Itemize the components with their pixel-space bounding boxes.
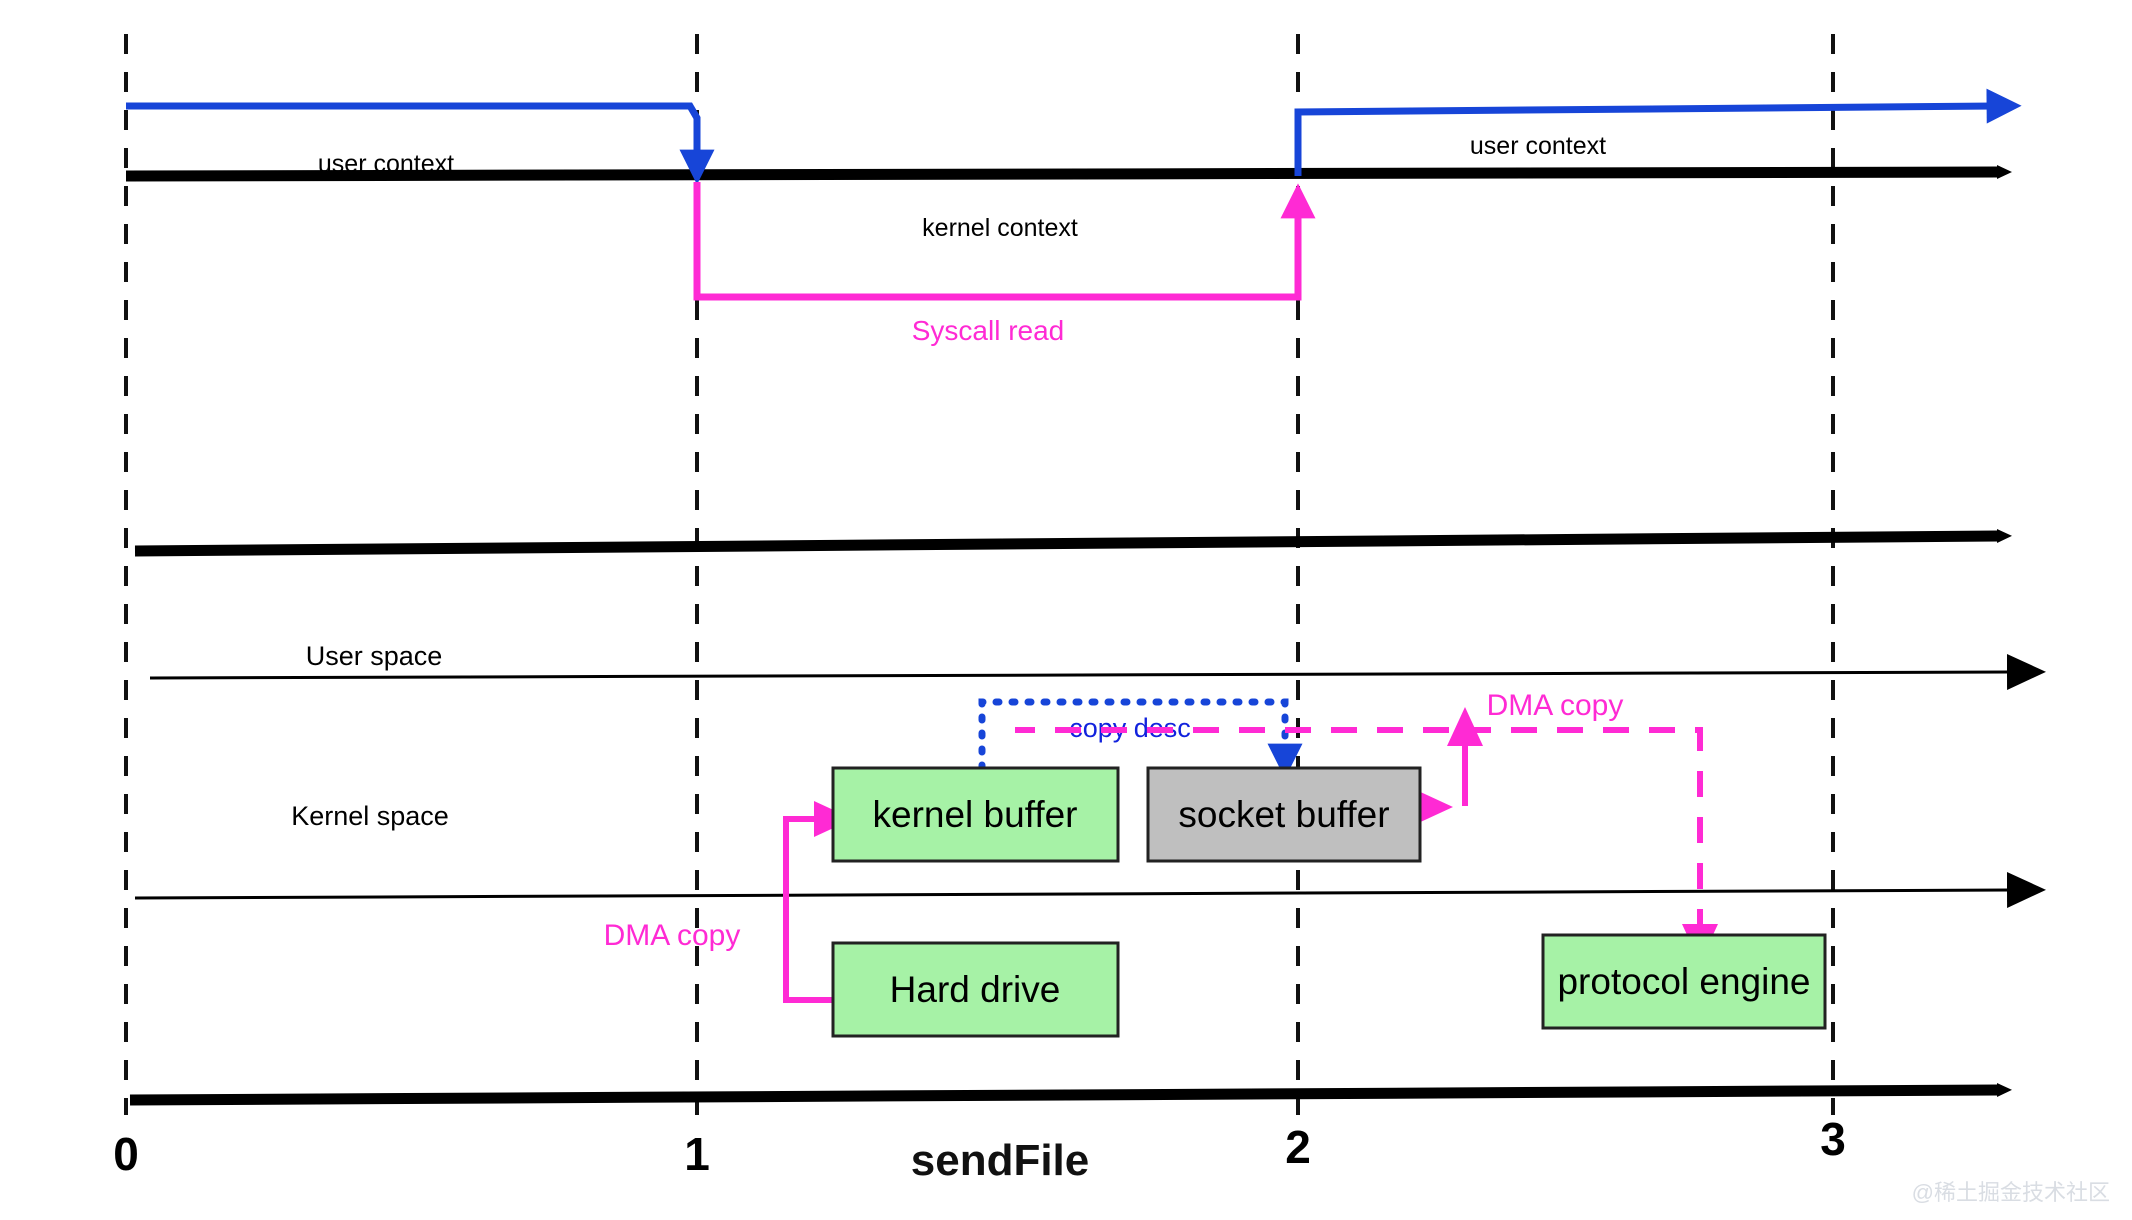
box-kernel-buffer-label: kernel buffer xyxy=(873,794,1078,835)
user-kernel-divider xyxy=(149,654,2046,691)
dma-copy-upper-arrow xyxy=(1015,727,1468,825)
box-hard-drive-label: Hard drive xyxy=(890,969,1061,1010)
user-context-line-right xyxy=(1294,88,2022,176)
box-kernel-buffer[interactable]: kernel buffer xyxy=(831,766,1120,863)
box-hard-drive[interactable]: Hard drive xyxy=(831,941,1120,1038)
axis-tick-3: 3 xyxy=(1820,1113,1846,1165)
syscall-bracket xyxy=(693,182,1316,301)
user-space-label: User space xyxy=(306,641,443,671)
bottom-axis xyxy=(129,1083,2012,1106)
box-socket-buffer[interactable]: socket buffer xyxy=(1146,766,1422,863)
copy-desc-dotted-path xyxy=(978,698,1303,779)
space-top-divider xyxy=(134,529,2012,557)
box-protocol-engine[interactable]: protocol engine xyxy=(1541,933,1827,1030)
dma-copy-lower-arrow xyxy=(783,801,853,1003)
sendfile-axis-title: sendFile xyxy=(911,1136,1090,1185)
kernel-hardware-divider xyxy=(134,872,2046,909)
user-context-right-label: user context xyxy=(1470,132,1606,160)
syscall-read-label: Syscall read xyxy=(912,315,1065,346)
box-protocol-engine-label: protocol engine xyxy=(1557,961,1810,1002)
axis-tick-1: 1 xyxy=(684,1128,710,1180)
watermark: @稀土掘金技术社区 xyxy=(1912,1180,2110,1205)
kernel-context-label: kernel context xyxy=(922,214,1078,242)
user-context-line-left xyxy=(126,102,715,185)
dma-copy-lower-label: DMA copy xyxy=(604,919,741,952)
axis-tick-2: 2 xyxy=(1285,1121,1311,1173)
box-socket-buffer-label: socket buffer xyxy=(1178,794,1389,835)
kernel-space-label: Kernel space xyxy=(291,801,449,831)
timeline-guides xyxy=(124,34,1835,1115)
dma-copy-upper-label: DMA copy xyxy=(1487,689,1624,722)
axis-tick-0: 0 xyxy=(113,1128,139,1180)
user-context-left-label: user context xyxy=(318,150,454,178)
context-baseline xyxy=(125,165,2012,182)
dma-copy-protocol-path xyxy=(1465,727,1718,963)
